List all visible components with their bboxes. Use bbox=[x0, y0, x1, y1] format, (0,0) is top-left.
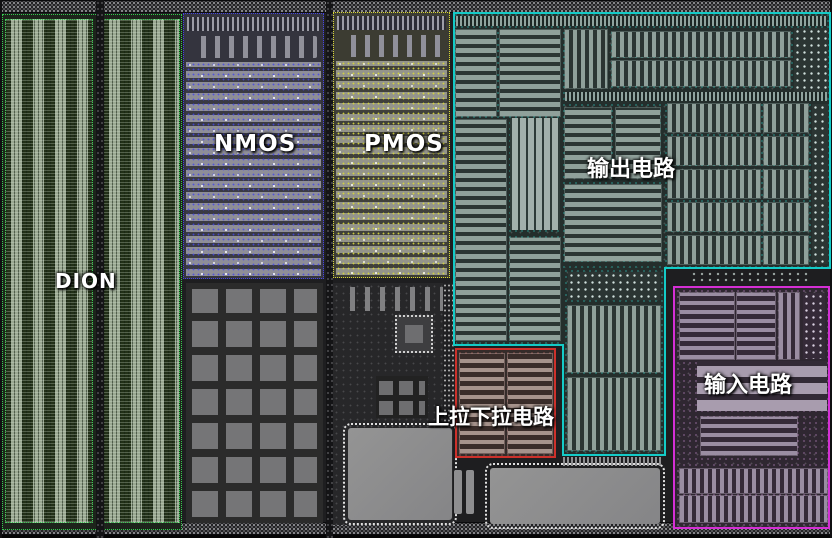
via-band bbox=[563, 457, 663, 466]
cell-band bbox=[337, 16, 446, 30]
region-label-input-circuit: 输入电路 bbox=[704, 373, 793, 398]
standard-cell-row bbox=[668, 104, 760, 132]
region-label-pull-up-down-circuit: 上拉下拉电路 bbox=[428, 405, 554, 429]
region-label-nmos: NMOS bbox=[214, 131, 297, 157]
contact-bar-row bbox=[340, 287, 446, 311]
via-column bbox=[443, 283, 456, 425]
standard-cell-row bbox=[668, 137, 760, 165]
circuit-block bbox=[565, 30, 607, 88]
region-label-output-circuit: 输出电路 bbox=[587, 157, 676, 182]
region-label-pmos: PMOS bbox=[364, 131, 444, 157]
metal-bar bbox=[466, 470, 474, 514]
circuit-block bbox=[500, 30, 560, 116]
cell-band bbox=[565, 92, 827, 101]
standard-cell-row bbox=[764, 104, 808, 132]
region-input bbox=[673, 286, 830, 529]
circuit-block bbox=[568, 306, 660, 372]
via-cluster-block bbox=[568, 272, 660, 300]
region-dion bbox=[2, 14, 182, 530]
cell-band bbox=[456, 16, 827, 26]
region-nmos bbox=[183, 13, 324, 279]
standard-cell-row bbox=[668, 203, 760, 231]
circuit-block bbox=[779, 293, 799, 359]
standard-cell-row bbox=[764, 236, 808, 264]
contact-bar-row bbox=[192, 36, 317, 58]
circuit-block bbox=[565, 108, 611, 178]
ladder-block bbox=[456, 120, 506, 340]
small-cell-cluster bbox=[376, 376, 428, 418]
circuit-block bbox=[565, 185, 661, 261]
cell-band bbox=[187, 17, 320, 31]
outlined-cell bbox=[395, 315, 433, 353]
standard-cell-row bbox=[764, 137, 808, 165]
standard-cell-row bbox=[668, 236, 760, 264]
metal-bar bbox=[454, 470, 462, 514]
via-cluster-row bbox=[690, 271, 810, 283]
region-pull-up-down bbox=[455, 348, 556, 458]
standard-cell-row bbox=[680, 496, 827, 522]
circuit-block bbox=[616, 108, 660, 178]
via-cluster-block bbox=[803, 293, 825, 359]
circuit-block bbox=[568, 378, 660, 450]
die-edge-left bbox=[0, 0, 2, 538]
output-circuit-outline bbox=[453, 12, 831, 456]
standard-cell-row bbox=[612, 61, 790, 86]
metal-bar-block bbox=[697, 361, 827, 411]
metal-bar-block bbox=[701, 417, 797, 455]
stitch-seam bbox=[96, 0, 104, 538]
ladder-block bbox=[508, 354, 552, 453]
ladder-block bbox=[510, 238, 560, 340]
circuit-block bbox=[737, 293, 775, 359]
standard-cell-row bbox=[680, 469, 827, 493]
bond-pad bbox=[343, 423, 457, 525]
circuit-block bbox=[456, 30, 496, 116]
dion-finger-column bbox=[5, 19, 93, 523]
die-edge-bottom bbox=[0, 535, 832, 538]
via-cluster-block bbox=[794, 28, 828, 94]
pmos-transistor-array bbox=[336, 61, 447, 275]
circuit-block bbox=[680, 293, 734, 359]
output-circuit-outline-path bbox=[453, 12, 831, 456]
standard-cell-row bbox=[668, 170, 760, 198]
bond-pad bbox=[485, 463, 665, 529]
region-label-dion: DION bbox=[55, 269, 117, 293]
nmos-transistor-array bbox=[186, 62, 321, 276]
standard-cell-row bbox=[612, 32, 790, 57]
stitch-seam bbox=[326, 0, 333, 538]
finger-block bbox=[510, 118, 560, 230]
region-pmos bbox=[333, 12, 450, 278]
standard-cell-row bbox=[764, 170, 808, 198]
standard-cell-row bbox=[764, 203, 808, 231]
capacitor-array bbox=[186, 283, 323, 523]
via-column bbox=[812, 104, 828, 264]
ladder-block bbox=[460, 354, 504, 453]
contact-bar-row bbox=[342, 35, 443, 57]
